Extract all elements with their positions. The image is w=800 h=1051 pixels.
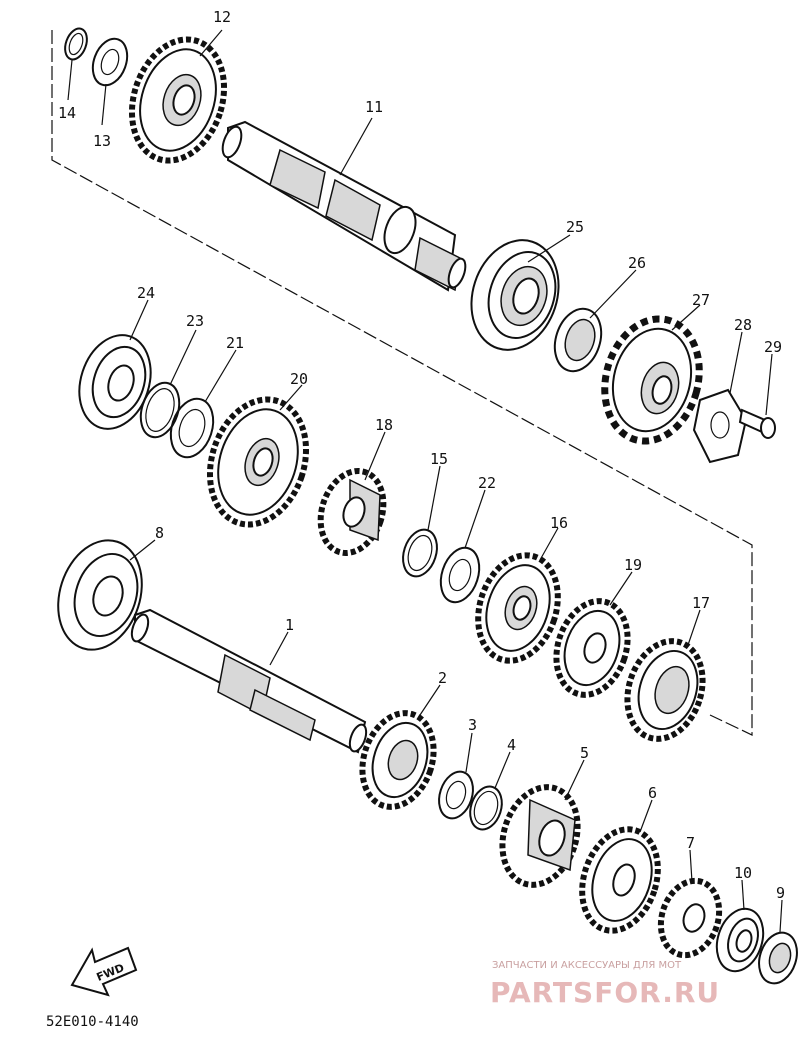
callout-5: 5 — [580, 744, 589, 762]
callout-10: 10 — [734, 864, 752, 882]
callout-15: 15 — [430, 450, 448, 468]
callout-2: 2 — [438, 669, 447, 687]
callout-labels: 14 13 12 11 25 26 27 28 29 24 23 21 20 1… — [58, 8, 785, 902]
callout-3: 3 — [468, 716, 477, 734]
part-17-gear — [624, 638, 706, 742]
part-21-washer — [169, 397, 215, 459]
part-29-bolt — [738, 408, 776, 439]
part-1-shaft — [130, 608, 368, 754]
callout-18: 18 — [375, 416, 393, 434]
part-12-gear — [128, 36, 228, 164]
part-3-washer — [438, 770, 474, 820]
upper-assembly-boundary — [51, 30, 753, 736]
callout-13: 13 — [93, 132, 111, 150]
part-13-washer — [91, 37, 129, 87]
leader-lines — [67, 29, 783, 933]
callout-29: 29 — [764, 338, 782, 356]
part-2-gear — [359, 710, 437, 810]
part-26-oil-seal — [553, 307, 603, 373]
part-16-gear — [475, 552, 561, 664]
callout-17: 17 — [692, 594, 710, 612]
fwd-arrow-icon: FWD — [70, 946, 138, 997]
part-27-sprocket — [601, 315, 703, 445]
part-7-gear — [657, 877, 723, 959]
callout-25: 25 — [566, 218, 584, 236]
callout-24: 24 — [137, 284, 155, 302]
part-22-washer — [439, 546, 481, 604]
callout-8: 8 — [155, 524, 164, 542]
part-10-bearing — [715, 907, 765, 973]
callout-16: 16 — [550, 514, 568, 532]
part-18-gear — [317, 467, 387, 557]
part-15-circlip — [402, 528, 438, 578]
callout-20: 20 — [290, 370, 308, 388]
part-23-circlip — [139, 381, 181, 439]
part-25-bearing — [470, 239, 560, 351]
watermark: ЗАПЧАСТИ И АКСЕССУАРЫ ДЛЯ МОТ PARTSFOR.R… — [490, 960, 720, 1009]
callout-26: 26 — [628, 254, 646, 272]
callout-9: 9 — [776, 884, 785, 902]
part-20-gear — [206, 396, 310, 528]
callout-4: 4 — [507, 736, 516, 754]
callout-19: 19 — [624, 556, 642, 574]
watermark-brand: PARTSFOR.RU — [490, 976, 720, 1009]
callout-27: 27 — [692, 291, 710, 309]
callout-23: 23 — [186, 312, 204, 330]
callout-11: 11 — [365, 98, 383, 116]
part-9-oil-seal — [758, 931, 798, 985]
callout-7: 7 — [686, 834, 695, 852]
part-6-gear — [579, 826, 661, 934]
callout-14: 14 — [58, 104, 76, 122]
diagram-code: 52E010-4140 — [46, 1014, 139, 1030]
part-8-bearing — [57, 539, 143, 651]
callout-21: 21 — [226, 334, 244, 352]
callout-6: 6 — [648, 784, 657, 802]
callout-1: 1 — [285, 616, 294, 634]
part-4-circlip — [469, 785, 503, 831]
part-19-gear — [553, 598, 631, 698]
callout-28: 28 — [734, 316, 752, 334]
watermark-caption: ЗАПЧАСТИ И АКСЕССУАРЫ ДЛЯ МОТ — [492, 960, 682, 971]
part-5-gear — [499, 784, 581, 888]
callout-12: 12 — [213, 8, 231, 26]
callout-22: 22 — [478, 474, 496, 492]
part-14-circlip — [64, 27, 88, 61]
part-11-shaft — [221, 120, 467, 292]
part-24-bearing — [78, 334, 152, 430]
part-28-lock-washer — [692, 388, 748, 464]
